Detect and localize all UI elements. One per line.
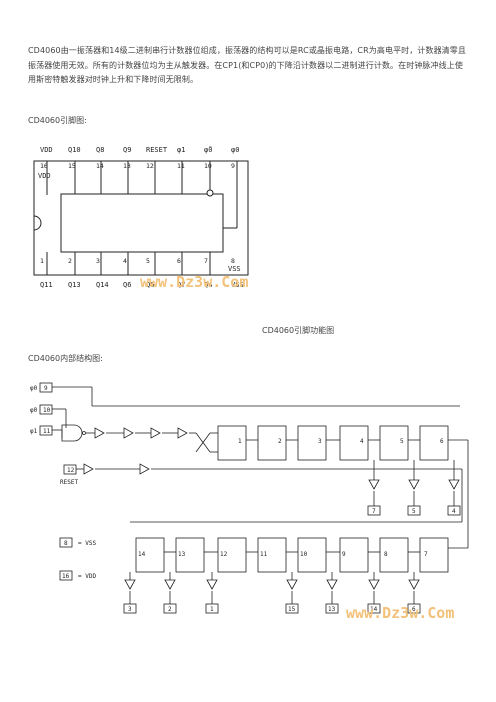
- pinout-caption: CD4060引脚功能图: [262, 326, 335, 335]
- pin-top-number: 11: [177, 162, 185, 170]
- input-phi0bar-label: φ̄0: [30, 407, 38, 414]
- stage-num: 1: [238, 438, 242, 445]
- pin-bottom-number: 3: [96, 257, 100, 265]
- reset-pin-12: 12: [67, 467, 75, 474]
- vdd-label: = VDD: [78, 573, 96, 580]
- reset-label: RESET: [60, 479, 78, 486]
- pin-bottom-label: Q14: [96, 281, 109, 289]
- pin-top-label: φ0: [231, 146, 239, 154]
- output-pin: 13: [328, 606, 336, 613]
- output-pin: 4: [452, 508, 456, 515]
- stage-num: 11: [260, 551, 268, 558]
- input-pin-10: 10: [43, 407, 51, 414]
- pin-top-label: φ1: [177, 146, 185, 154]
- pin-bottom-label: Q13: [68, 281, 81, 289]
- vdd-inner-label: VDD: [38, 172, 51, 180]
- pinout-outline: [33, 160, 249, 276]
- input-phi1-label: φ1: [30, 428, 38, 435]
- pin-bottom-number: 8: [231, 257, 235, 265]
- output-pin: 1: [210, 606, 214, 613]
- pin-top-label: RESET: [146, 146, 168, 154]
- pin-top-number: 15: [68, 162, 76, 170]
- internal-heading: CD4060内部结构图:: [28, 354, 103, 363]
- output-pin: 6: [412, 606, 416, 613]
- pin-bottom-label: Q5: [146, 281, 154, 289]
- pin-bottom-number: 6: [177, 257, 181, 265]
- pin-bottom-label: Q4: [204, 281, 212, 289]
- pin-top-number: 13: [123, 162, 131, 170]
- vss-pin: 8: [64, 540, 68, 547]
- pin-top-label: Q9: [123, 146, 131, 154]
- input-pin-9: 9: [44, 385, 48, 392]
- output-pin: 15: [288, 606, 296, 613]
- intro-paragraph: CD4060由一振荡器和14级二进制串行计数器位组成，振荡器的结构可以是RC或晶…: [28, 46, 466, 84]
- input-pin-11: 11: [43, 428, 51, 435]
- stage-num: 13: [178, 551, 186, 558]
- pin-top-label: VDD: [40, 146, 53, 154]
- pin-bottom-number: 7: [204, 257, 208, 265]
- stage-num: 9: [342, 551, 346, 558]
- output-pin: 3: [128, 606, 132, 613]
- pin-bottom-number: 4: [123, 257, 127, 265]
- stage-num: 5: [400, 438, 404, 445]
- vss-label: = VSS: [78, 540, 96, 547]
- pin-bottom-label: Q6: [123, 281, 131, 289]
- pin-top-number: 12: [146, 162, 154, 170]
- watermark-internal: www.Dz3w.Com: [346, 604, 454, 622]
- input-phi0-label: φ0: [30, 385, 38, 392]
- output-pin: 2: [168, 606, 172, 613]
- pin-bottom-number: 1: [40, 257, 44, 265]
- stage-num: 2: [278, 438, 282, 445]
- pin-top-label: Q10: [68, 146, 81, 154]
- pin-bottom-label: Q11: [40, 281, 53, 289]
- pin-bottom-label: VSS: [231, 281, 244, 289]
- stage-num: 7: [424, 551, 428, 558]
- pin-top-number: 10: [204, 162, 212, 170]
- pin-top-number: 16: [40, 162, 48, 170]
- pin-top-number: 9: [231, 162, 235, 170]
- vdd-pin: 16: [62, 573, 70, 580]
- output-pin: 7: [372, 508, 376, 515]
- pin-top-label: φ̄0: [204, 146, 212, 154]
- pin-bottom-label: Q7: [177, 281, 185, 289]
- output-pin: 5: [412, 508, 416, 515]
- stage-num: 3: [318, 438, 322, 445]
- pin-bottom-number: 2: [68, 257, 72, 265]
- stage-num: 8: [384, 551, 388, 558]
- stage-num: 4: [360, 438, 364, 445]
- vss-inner-label: VSS: [228, 265, 241, 273]
- stage-num: 10: [300, 551, 308, 558]
- stage-num: 14: [138, 551, 146, 558]
- watermark-pinout: www.Dz3w.Com: [140, 273, 248, 291]
- pin-top-label: Q8: [96, 146, 104, 154]
- pin-top-number: 14: [96, 162, 104, 170]
- pinout-heading: CD4060引脚图:: [28, 116, 87, 125]
- stage-num: 6: [440, 438, 444, 445]
- output-pin: 14: [370, 606, 378, 613]
- stage-num: 12: [220, 551, 228, 558]
- pin-bottom-number: 5: [146, 257, 150, 265]
